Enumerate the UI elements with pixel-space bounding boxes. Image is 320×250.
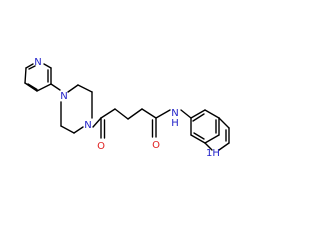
carbonyl-oxygen-left-label: O — [97, 141, 105, 152]
indole-nh-label: 1H — [206, 148, 220, 159]
carbonyl-oxygen-right-label: O — [152, 140, 160, 151]
molecule-drawing: N N N O O N H 1H — [24, 57, 230, 159]
bond — [192, 113, 205, 122]
bond — [204, 134, 220, 144]
bond — [92, 117, 102, 128]
amide-hydrogen-label: H — [171, 118, 179, 129]
pyridine-nitrogen-label: N — [34, 57, 41, 68]
bond — [100, 108, 116, 119]
bond — [60, 125, 75, 134]
piperazine-nitrogen-top-label: N — [60, 91, 67, 102]
bond — [155, 109, 171, 119]
bond — [77, 84, 93, 93]
bond — [67, 84, 79, 93]
bond — [114, 108, 129, 120]
bond — [180, 109, 192, 119]
amide-nitrogen-label: N — [171, 108, 178, 119]
bond — [36, 83, 52, 92]
bond — [25, 63, 34, 69]
bond — [141, 108, 157, 119]
bond — [127, 108, 143, 120]
bond — [218, 142, 230, 151]
bond — [24, 67, 27, 84]
indole-pyrrole-ring — [204, 117, 230, 151]
structure-canvas: N N N O O N H 1H — [24, 57, 230, 159]
indole-benzene-ring — [190, 109, 220, 144]
piperazine-ring — [60, 84, 93, 134]
bond — [43, 63, 52, 69]
bond — [204, 109, 220, 119]
bond — [50, 83, 61, 91]
bond — [218, 117, 230, 129]
bond — [190, 134, 206, 144]
bond — [24, 82, 38, 92]
piperazine-nitrogen-bottom-label: N — [84, 120, 91, 131]
bond — [190, 109, 206, 119]
bond — [73, 126, 84, 134]
bond — [27, 83, 38, 91]
pyridine-ring — [24, 63, 52, 92]
pentanediamide-chain — [92, 108, 192, 139]
bond — [28, 65, 36, 70]
bond — [204, 142, 213, 151]
bond — [193, 132, 205, 140]
